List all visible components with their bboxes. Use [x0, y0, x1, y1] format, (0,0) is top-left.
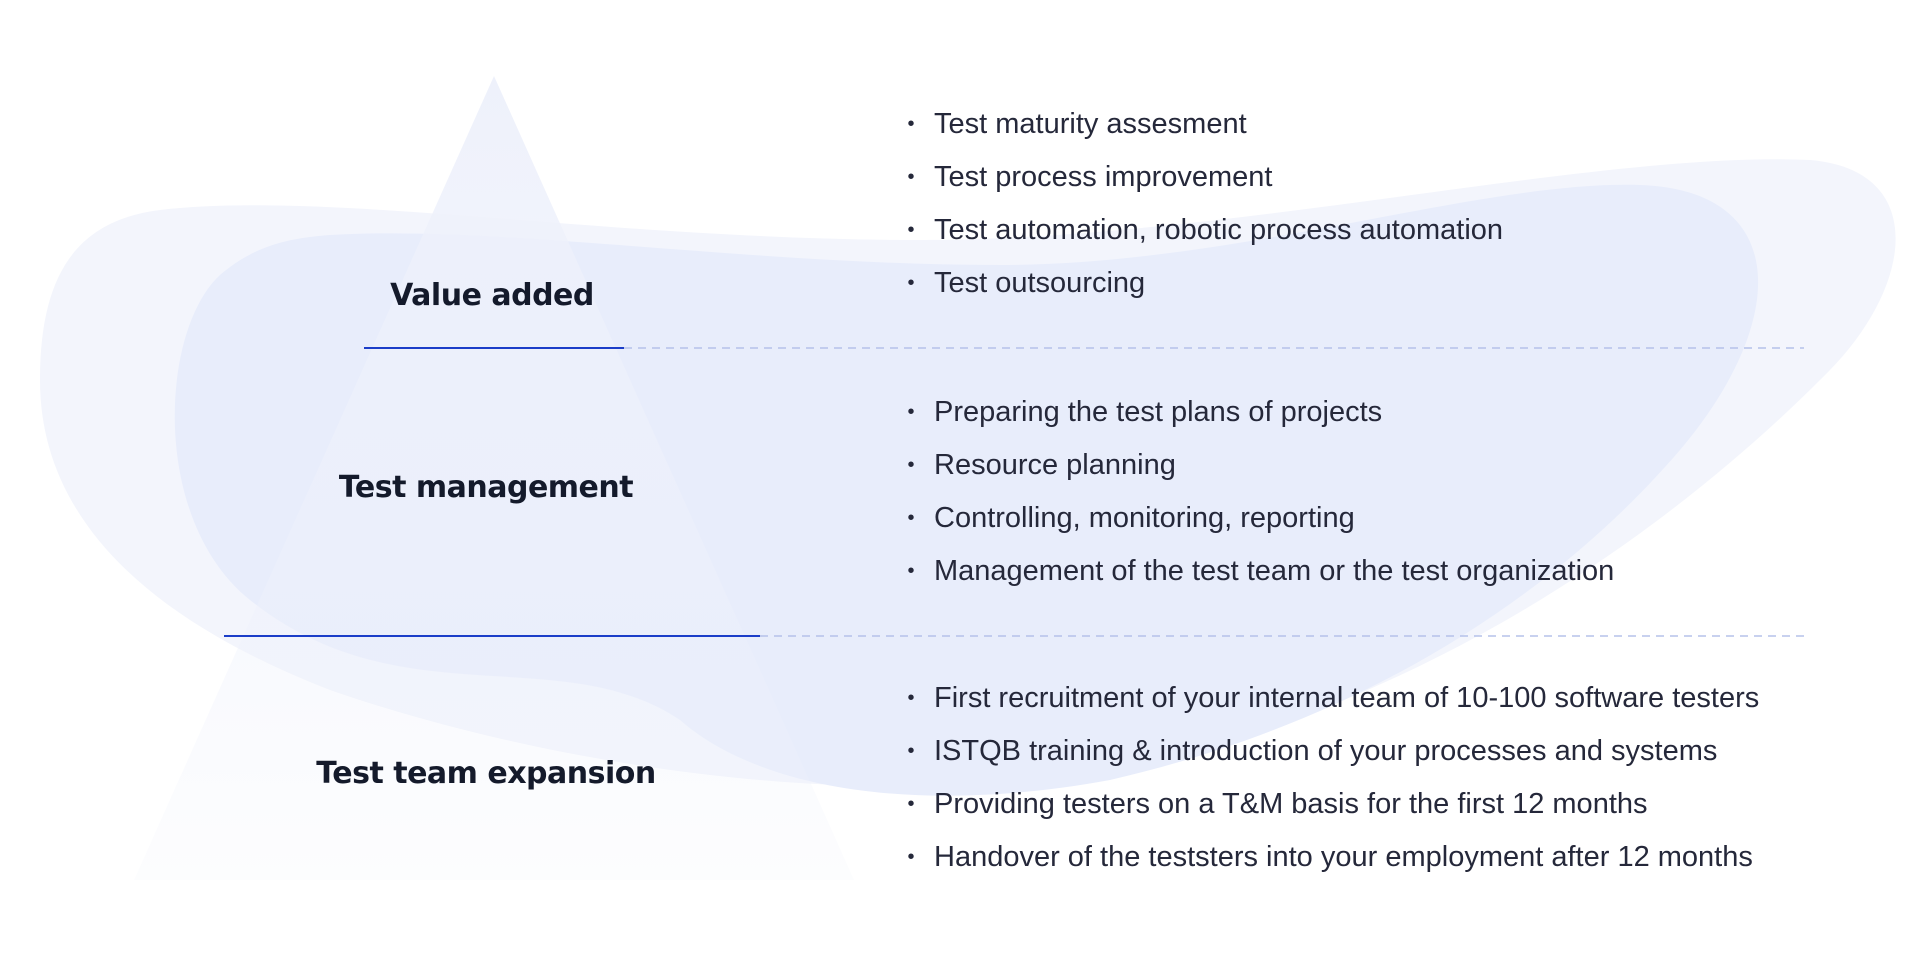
list-item-text: First recruitment of your internal team …: [934, 682, 1760, 714]
list-item-text: Preparing the test plans of projects: [934, 396, 1383, 428]
list-item-text: Controlling, monitoring, reporting: [934, 502, 1355, 534]
bullet-icon: •: [907, 507, 915, 529]
list-item: • Preparing the test plans of projects: [905, 386, 1614, 439]
list-item: • Controlling, monitoring, reporting: [905, 492, 1614, 545]
bullet-list-value-added: • Test maturity assesment • Test process…: [905, 98, 1503, 310]
list-item-text: Providing testers on a T&M basis for the…: [934, 788, 1648, 820]
list-item-text: Test process improvement: [934, 161, 1273, 193]
list-item-text: ISTQB training & introduction of your pr…: [934, 735, 1718, 767]
list-item-text: Handover of the teststers into your empl…: [934, 841, 1753, 873]
bullet-icon: •: [907, 687, 915, 709]
list-item-text: Test automation, robotic process automat…: [934, 214, 1504, 246]
list-item: • Test outsourcing: [905, 257, 1503, 310]
bullet-list-test-team-expansion: • First recruitment of your internal tea…: [905, 672, 1759, 884]
list-item: • ISTQB training & introduction of your …: [905, 725, 1759, 778]
pyramid-triangle: [134, 76, 854, 880]
bullet-icon: •: [907, 219, 915, 241]
list-item-text: Management of the test team or the test …: [934, 555, 1615, 587]
bullet-icon: •: [907, 166, 915, 188]
bullet-icon: •: [907, 740, 915, 762]
bullet-list-test-management: • Preparing the test plans of projects •…: [905, 386, 1614, 598]
list-item-text: Test outsourcing: [934, 267, 1146, 299]
list-item-text: Test maturity assesment: [934, 108, 1247, 140]
list-item: • Providing testers on a T&M basis for t…: [905, 778, 1759, 831]
bullet-icon: •: [907, 560, 915, 582]
bullet-icon: •: [907, 401, 915, 423]
bullet-icon: •: [907, 454, 915, 476]
list-item-text: Resource planning: [934, 449, 1176, 481]
bullet-icon: •: [907, 272, 915, 294]
tier-label-test-team-expansion: Test team expansion: [316, 756, 656, 791]
list-item: • Test automation, robotic process autom…: [905, 204, 1503, 257]
tier-label-test-management: Test management: [338, 470, 634, 505]
list-item: • Management of the test team or the tes…: [905, 545, 1614, 598]
list-item: • Test maturity assesment: [905, 98, 1503, 151]
bullet-icon: •: [907, 113, 915, 135]
list-item: • Handover of the teststers into your em…: [905, 831, 1759, 884]
list-item: • Resource planning: [905, 439, 1614, 492]
list-item: • First recruitment of your internal tea…: [905, 672, 1759, 725]
list-item: • Test process improvement: [905, 151, 1503, 204]
bullet-icon: •: [907, 846, 915, 868]
bullet-icon: •: [907, 793, 915, 815]
tier-label-value-added: Value added: [390, 278, 594, 313]
